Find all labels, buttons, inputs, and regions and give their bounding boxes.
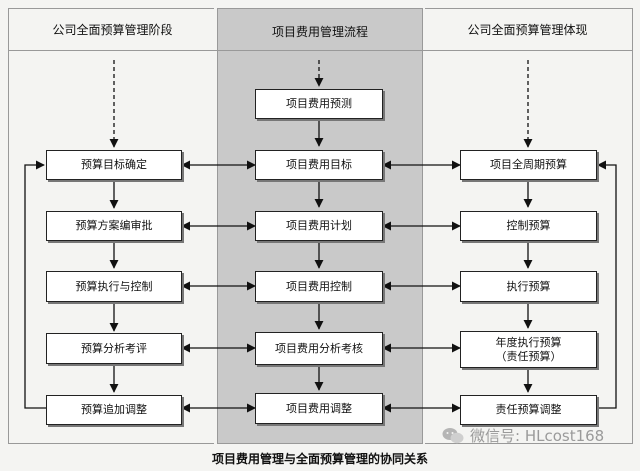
right-column-title: 公司全面预算管理体现 xyxy=(467,23,588,37)
watermark-text: 微信号: HLcost168 xyxy=(470,427,605,445)
box-budget-adjustment: 预算追加调整 xyxy=(46,395,182,425)
left-column-title: 公司全面预算管理阶段 xyxy=(52,23,173,37)
right-column xyxy=(425,8,633,444)
box-annual-budget: 年度执行预算 （责任预算） xyxy=(460,331,597,368)
box-control-budget-label: 控制预算 xyxy=(506,219,551,232)
box-budget-plan-approval: 预算方案编审批 xyxy=(46,211,182,241)
box-responsibility-adjustment: 责任预算调整 xyxy=(460,395,597,425)
box-cost-control: 项目费用控制 xyxy=(255,271,383,302)
box-cost-plan: 项目费用计划 xyxy=(255,211,383,241)
box-cost-adjustment: 项目费用调整 xyxy=(255,393,383,424)
diagram-caption: 项目费用管理与全面预算管理的协同关系 xyxy=(211,452,428,466)
box-cost-forecast: 项目费用预测 xyxy=(255,89,383,119)
header-divider xyxy=(8,50,632,51)
box-cost-analysis: 项目费用分析考核 xyxy=(255,332,383,365)
box-full-cycle-budget: 项目全周期预算 xyxy=(460,150,597,180)
wechat-icon xyxy=(442,427,464,443)
box-control-budget: 控制预算 xyxy=(460,211,597,241)
watermark: 微信号: HLcost168 xyxy=(442,425,604,446)
box-annual-budget-line1: 年度执行预算 xyxy=(495,335,562,349)
box-budget-execution-control: 预算执行与控制 xyxy=(46,271,182,302)
middle-column-title: 项目费用管理流程 xyxy=(271,25,368,39)
box-budget-analysis-review: 预算分析考评 xyxy=(46,333,182,364)
box-budget-target: 预算目标确定 xyxy=(46,150,182,180)
box-execution-budget: 执行预算 xyxy=(460,271,597,302)
box-responsibility-adjustment-label: 责任预算调整 xyxy=(495,403,562,416)
box-annual-budget-line2: （责任预算） xyxy=(495,349,562,363)
box-execution-budget-label: 执行预算 xyxy=(506,279,551,293)
box-cost-target: 项目费用目标 xyxy=(255,150,383,180)
left-column xyxy=(8,8,214,444)
box-full-cycle-budget-label: 项目全周期预算 xyxy=(490,158,567,171)
